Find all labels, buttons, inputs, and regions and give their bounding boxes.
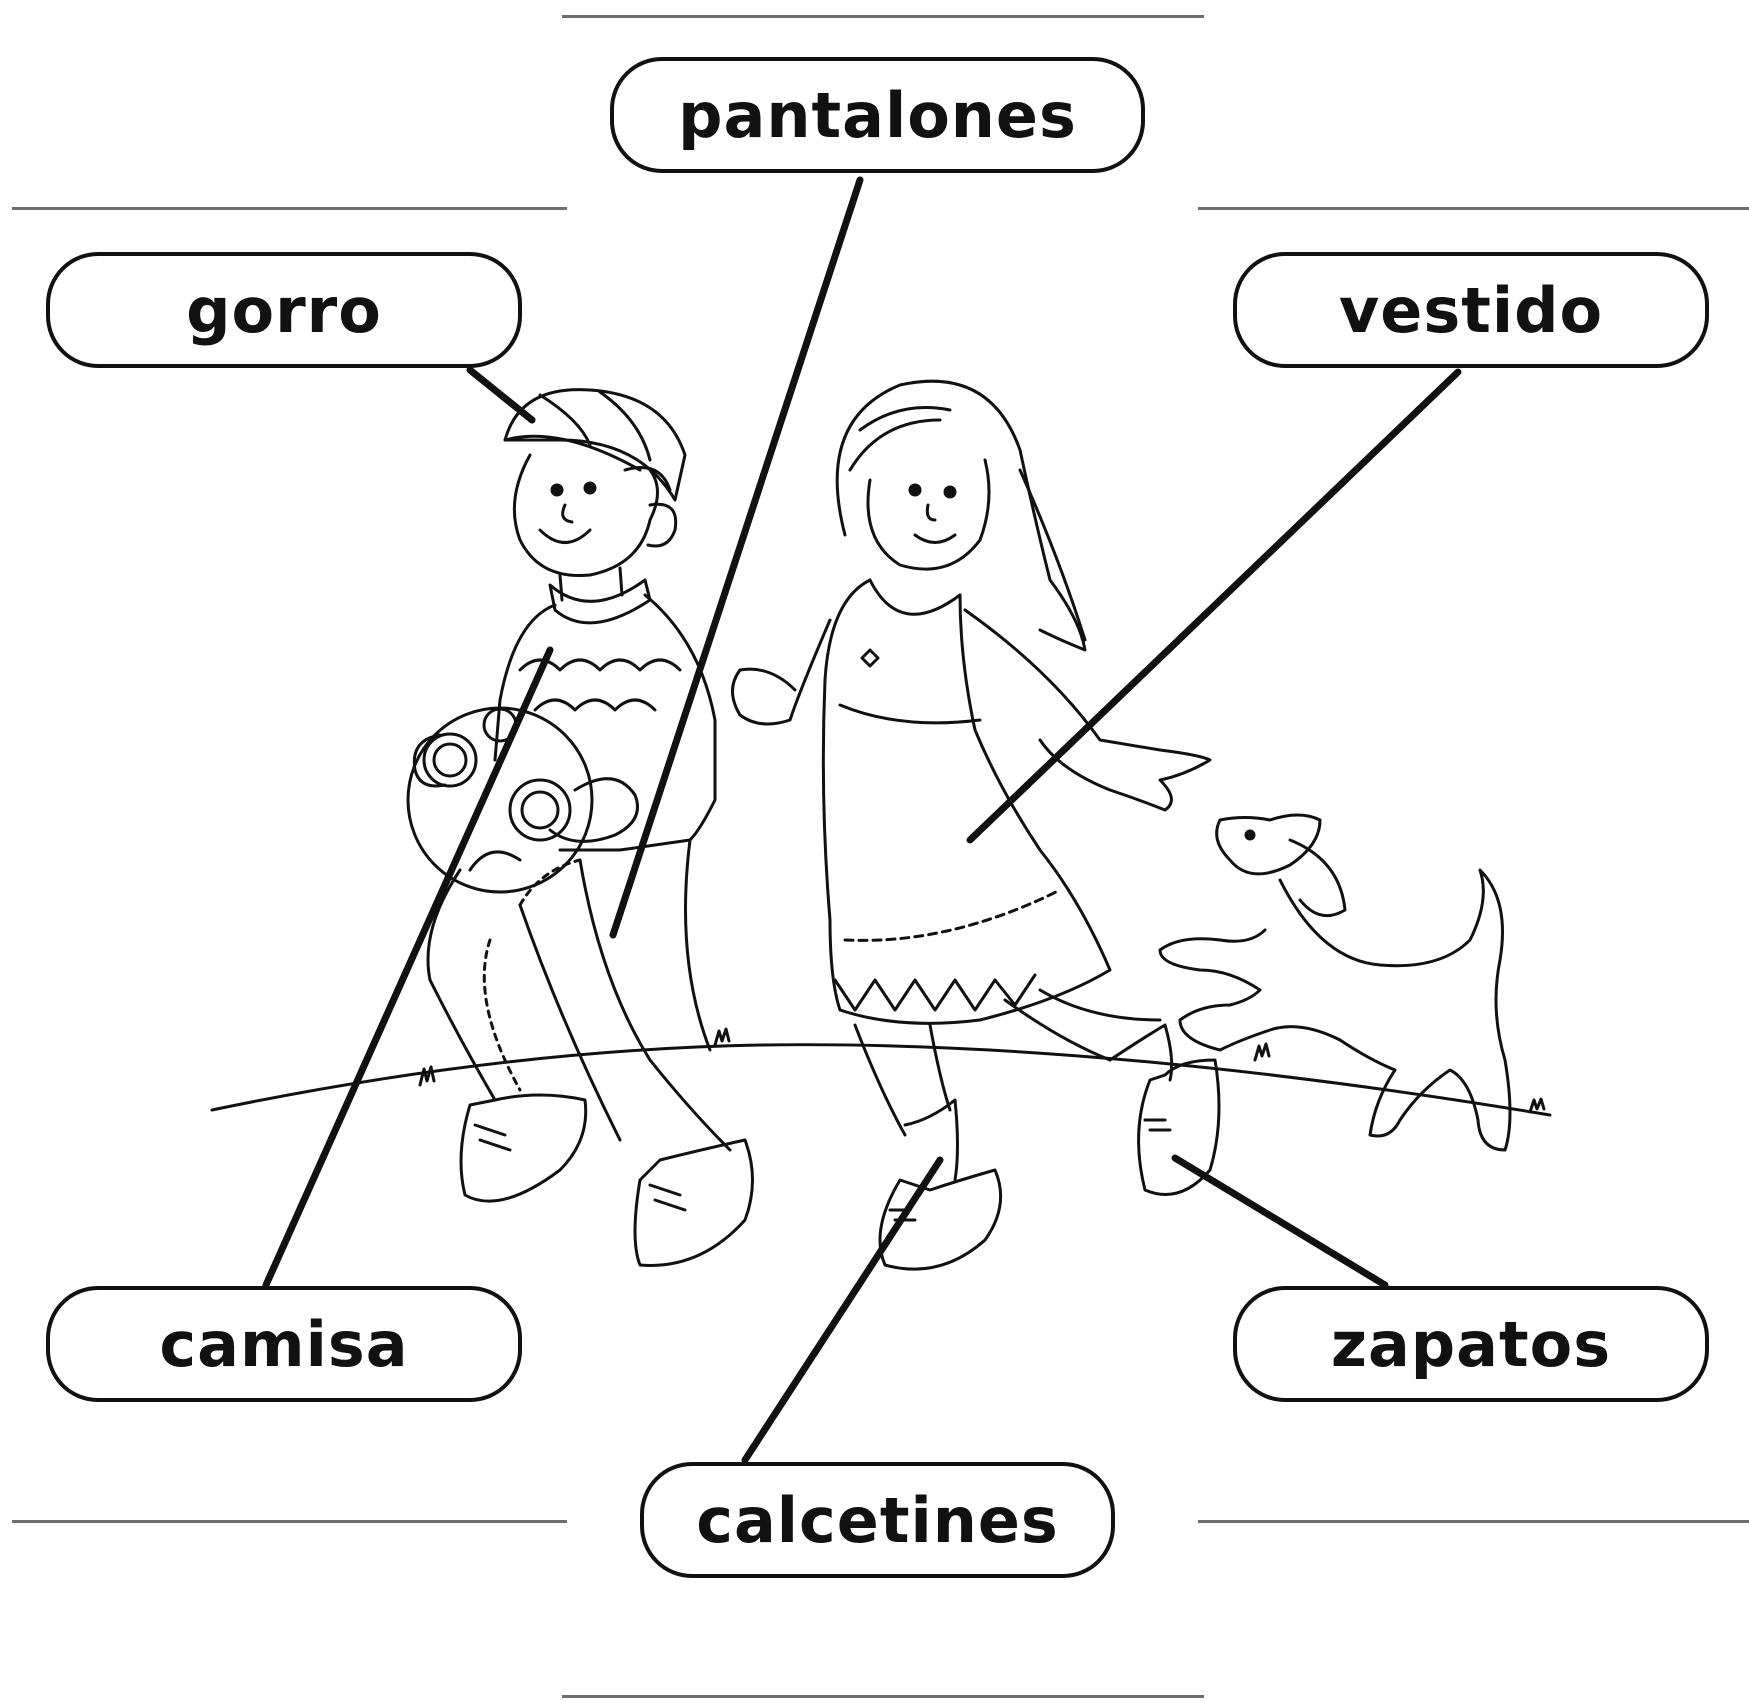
girl-face [866, 458, 991, 571]
top-rule [562, 15, 1204, 18]
girl-shoe-right [1137, 1058, 1221, 1196]
boy-shoe-left [459, 1093, 588, 1203]
grass-tuft [1253, 1042, 1271, 1062]
leader-camisa [262, 646, 554, 1289]
grass-tuft [1528, 1097, 1546, 1114]
girl-dress [821, 578, 1112, 1025]
grass-tuft [418, 1065, 436, 1087]
right-upper-rule [1198, 207, 1749, 210]
label-gorro[interactable]: gorro [46, 252, 522, 368]
boy-sweater [493, 593, 717, 852]
boy-pants [426, 838, 732, 1152]
leader-gorro [466, 366, 536, 424]
girl-hair [835, 379, 1087, 652]
label-pantalones[interactable]: pantalones [610, 57, 1145, 173]
dog-head [1215, 813, 1322, 876]
ground-line [210, 1043, 1552, 1117]
bottom-rule [562, 1695, 1204, 1698]
left-lower-rule [12, 1520, 567, 1523]
label-zapatos[interactable]: zapatos [1233, 1286, 1709, 1402]
boy-cap [503, 388, 687, 502]
leader-calcetines [741, 1156, 944, 1464]
label-calcetines[interactable]: calcetines [640, 1462, 1115, 1578]
leader-pantalones [609, 176, 864, 939]
boy-figure [406, 388, 754, 1267]
girl-shoe-left [878, 1168, 1003, 1271]
boy-shoe-right [633, 1138, 754, 1267]
dog-figure [1158, 813, 1512, 1152]
boy-collar [548, 578, 652, 625]
dog-body [1158, 868, 1512, 1152]
right-lower-rule [1198, 1520, 1749, 1523]
leader-vestido [966, 368, 1462, 844]
boy-head [512, 453, 659, 578]
girl-figure [731, 379, 1221, 1271]
leader-zapatos [1171, 1154, 1389, 1289]
label-vestido[interactable]: vestido [1233, 252, 1709, 368]
grass-tuft [713, 1027, 731, 1047]
label-camisa[interactable]: camisa [46, 1286, 522, 1402]
left-upper-rule [12, 207, 567, 210]
girl-sock [903, 1098, 959, 1182]
